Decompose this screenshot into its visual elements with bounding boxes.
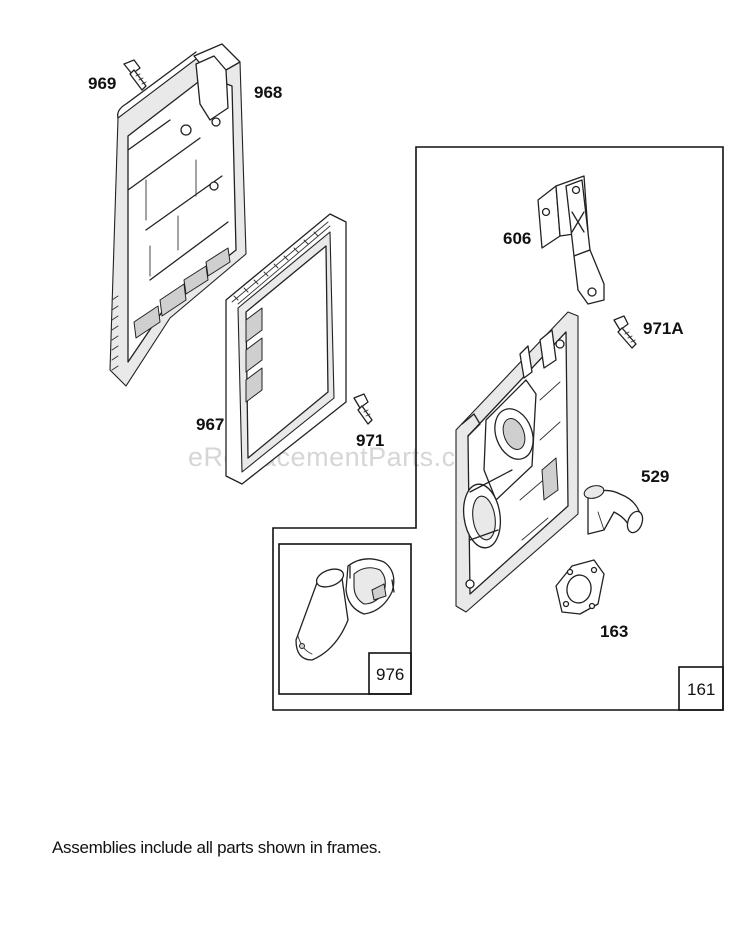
part-606-bracket — [537, 175, 605, 305]
label-971a: 971A — [643, 319, 684, 338]
label-529: 529 — [641, 467, 669, 486]
label-969: 969 — [88, 74, 116, 93]
assembly-frame-976 — [278, 543, 412, 695]
part-967-air-filter — [225, 213, 347, 485]
part-163-gasket — [555, 559, 605, 615]
assembly-frame-161 — [272, 146, 724, 711]
assembly-label-box-976 — [368, 652, 412, 695]
label-968: 968 — [254, 83, 282, 102]
label-163: 163 — [600, 622, 628, 641]
label-assembly-976: 976 — [376, 665, 404, 684]
footnote-text: Assemblies include all parts shown in fr… — [52, 838, 382, 857]
label-assembly-161: 161 — [687, 680, 715, 699]
part-971a-screw — [613, 315, 637, 349]
label-967: 967 — [196, 415, 224, 434]
part-529-elbow-tube — [583, 485, 644, 535]
part-976-precleaner — [295, 558, 395, 661]
assembly-label-box-161 — [678, 666, 724, 711]
part-backplate — [455, 311, 579, 613]
part-969-screw — [123, 59, 147, 91]
label-971: 971 — [356, 431, 384, 450]
label-606: 606 — [503, 229, 531, 248]
part-968-air-cleaner-base — [109, 43, 247, 387]
part-971-screw — [353, 393, 373, 425]
